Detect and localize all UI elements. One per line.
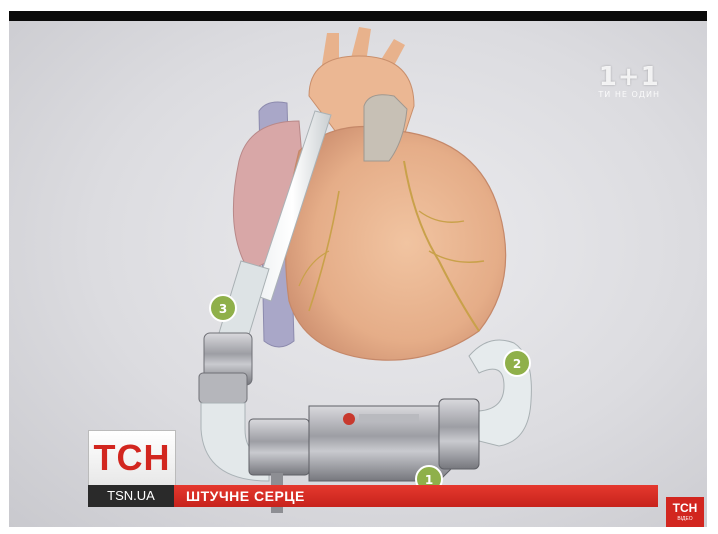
corner-brand-badge: ТСН ВІДЕО [666,497,704,527]
top-letterbox [9,11,707,21]
lower-third: TSN.UA ШТУЧНЕ СЕРЦЕ [88,485,658,507]
news-brand-logo: ТСН [89,437,175,479]
site-label: TSN.UA [88,485,174,507]
corner-brand-sub: ВІДЕО [666,516,704,522]
channel-logo: 1+1 ТИ НЕ ОДИН [598,62,660,99]
news-brand-box: ТСН [88,430,176,486]
callout-2-label: 2 [513,357,521,371]
channel-slogan: ТИ НЕ ОДИН [598,90,660,99]
corner-brand-text: ТСН [666,497,704,516]
callout-3-label: 3 [219,302,227,316]
channel-logo-text: 1+1 [598,62,660,92]
headline: ШТУЧНЕ СЕРЦЕ [174,485,658,507]
